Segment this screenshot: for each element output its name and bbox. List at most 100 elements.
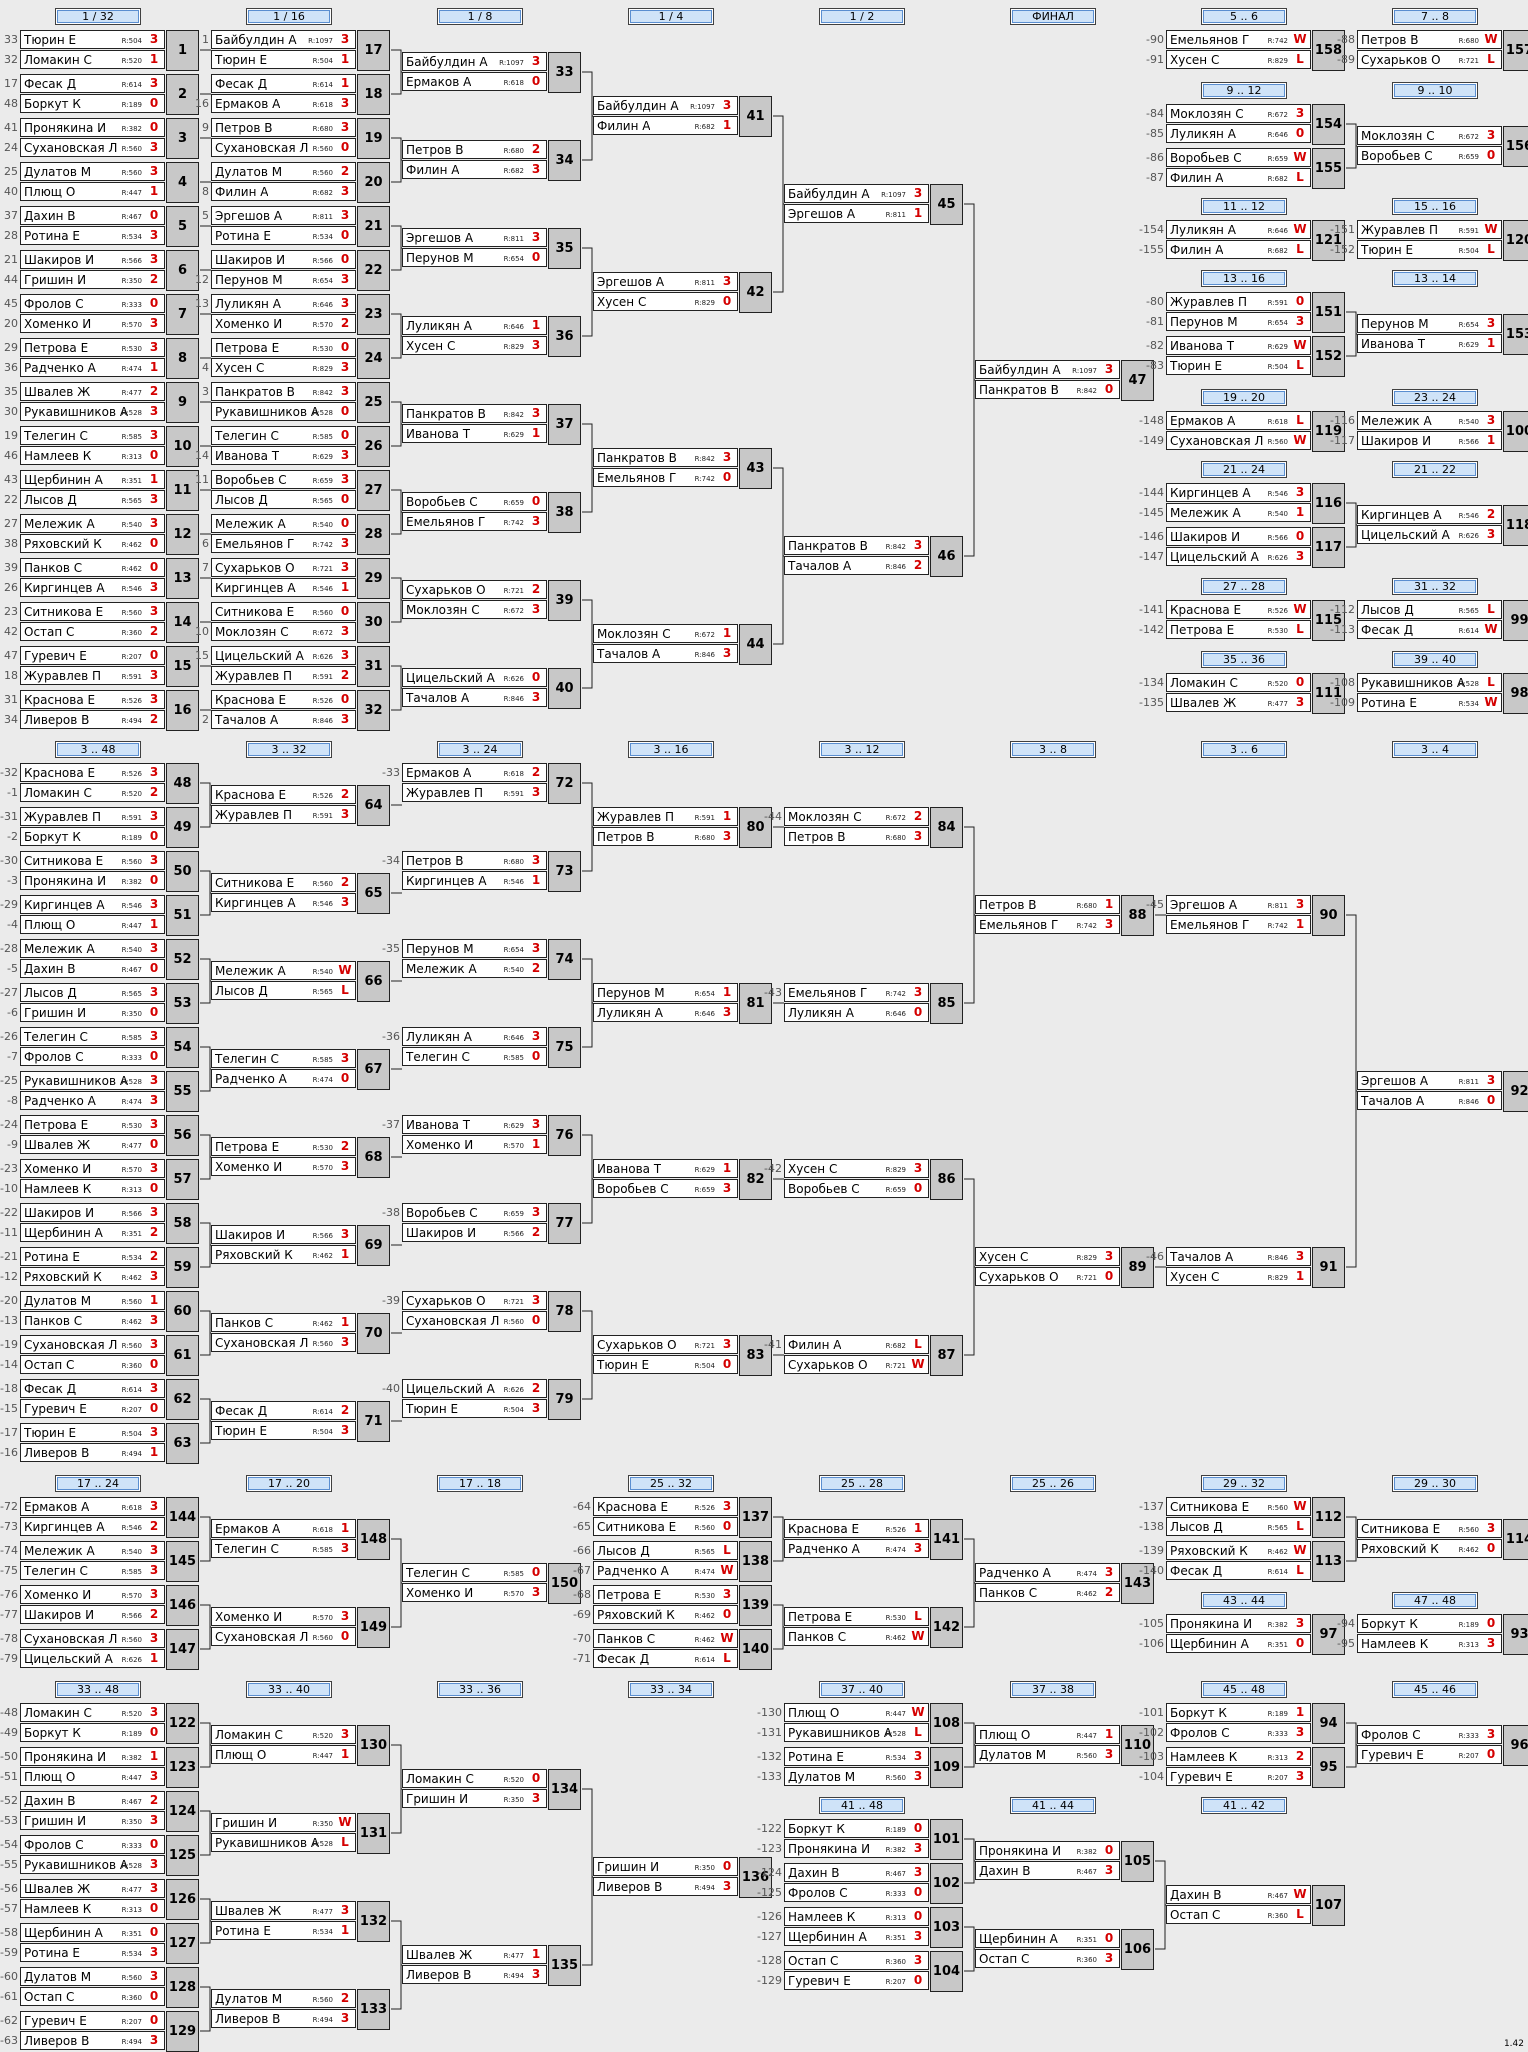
player-slot[interactable]: Воробьев СR:659W bbox=[1166, 148, 1311, 167]
player-slot[interactable]: Панков СR:462W bbox=[784, 1627, 929, 1646]
player-slot[interactable]: Щербинин АR:3512 bbox=[20, 1223, 165, 1242]
player-slot[interactable]: Швалев ЖR:4770 bbox=[20, 1135, 165, 1154]
match-5[interactable]: Дахин ВR:4670Ротина ЕR:53435 bbox=[20, 206, 200, 247]
player-slot[interactable]: Хусен СR:8291 bbox=[1166, 1267, 1311, 1286]
player-slot[interactable]: Петров ВR:6803 bbox=[593, 827, 738, 846]
match-99[interactable]: Лысов ДR:565LФесак ДR:614W99 bbox=[1357, 600, 1528, 641]
player-slot[interactable]: Тюрин ЕR:5041 bbox=[211, 50, 356, 69]
match-48[interactable]: Краснова ЕR:5263Ломакин СR:520248 bbox=[20, 763, 200, 804]
match-103[interactable]: Намлеев КR:3130Щербинин АR:3513103 bbox=[784, 1907, 964, 1948]
player-slot[interactable]: Краснова ЕR:5261 bbox=[784, 1519, 929, 1538]
match-148[interactable]: Ермаков АR:6181Телегин СR:5853148 bbox=[211, 1519, 391, 1560]
match-122[interactable]: Ломакин СR:5203Боркут КR:1890122 bbox=[20, 1703, 200, 1744]
player-slot[interactable]: Иванова ТR:6291 bbox=[593, 1159, 738, 1178]
player-slot[interactable]: Ротина ЕR:5341 bbox=[211, 1921, 356, 1940]
match-106[interactable]: Щербинин АR:3510Остап СR:3603106 bbox=[975, 1929, 1155, 1970]
player-slot[interactable]: Шакиров ИR:5663 bbox=[20, 250, 165, 269]
player-slot[interactable]: Ливеров ВR:4943 bbox=[402, 1965, 547, 1984]
player-slot[interactable]: Фесак ДR:614L bbox=[593, 1649, 738, 1668]
player-slot[interactable]: Фесак ДR:6142 bbox=[211, 1401, 356, 1420]
player-slot[interactable]: Иванова ТR:6293 bbox=[402, 1115, 547, 1134]
player-slot[interactable]: Щербинин АR:3510 bbox=[20, 1923, 165, 1942]
player-slot[interactable]: Дахин ВR:4670 bbox=[20, 959, 165, 978]
player-slot[interactable]: Боркут КR:1890 bbox=[20, 827, 165, 846]
match-47[interactable]: Байбулдин АR:10973Панкратов ВR:842047 bbox=[975, 360, 1155, 401]
player-slot[interactable]: Эргешов АR:8113 bbox=[1357, 1071, 1502, 1090]
player-slot[interactable]: Емельянов ГR:7423 bbox=[975, 915, 1120, 934]
player-slot[interactable]: Сухарьков ОR:7210 bbox=[975, 1267, 1120, 1286]
player-slot[interactable]: Фесак ДR:614W bbox=[1357, 620, 1502, 639]
match-31[interactable]: Цицельский АR:6263Журавлев ПR:591231 bbox=[211, 646, 391, 687]
player-slot[interactable]: Рукавишников АR:5283 bbox=[20, 1071, 165, 1090]
player-slot[interactable]: Филин АR:6823 bbox=[211, 182, 356, 201]
match-57[interactable]: Хоменко ИR:5703Намлеев КR:313057 bbox=[20, 1159, 200, 1200]
player-slot[interactable]: Петров ВR:6803 bbox=[784, 827, 929, 846]
player-slot[interactable]: Петров ВR:680W bbox=[1357, 30, 1502, 49]
player-slot[interactable]: Гуревич ЕR:2070 bbox=[1357, 1745, 1502, 1764]
player-slot[interactable]: Журавлев ПR:5911 bbox=[593, 807, 738, 826]
player-slot[interactable]: Дулатов МR:5601 bbox=[20, 1291, 165, 1310]
player-slot[interactable]: Иванова ТR:629W bbox=[1166, 336, 1311, 355]
player-slot[interactable]: Перунов МR:6540 bbox=[402, 248, 547, 267]
match-154[interactable]: Моклозян СR:6723Луликян АR:6460154 bbox=[1166, 104, 1346, 145]
player-slot[interactable]: Моклозян СR:6723 bbox=[211, 622, 356, 641]
player-slot[interactable]: Иванова ТR:6291 bbox=[402, 424, 547, 443]
match-124[interactable]: Дахин ВR:4672Гришин ИR:3503124 bbox=[20, 1791, 200, 1832]
player-slot[interactable]: Дулатов МR:5603 bbox=[20, 1967, 165, 1986]
player-slot[interactable]: Плющ ОR:4471 bbox=[20, 182, 165, 201]
match-127[interactable]: Щербинин АR:3510Ротина ЕR:5343127 bbox=[20, 1923, 200, 1964]
player-slot[interactable]: Ломакин СR:5200 bbox=[402, 1769, 547, 1788]
match-77[interactable]: Воробьев СR:6593Шакиров ИR:566277 bbox=[402, 1203, 582, 1244]
match-131[interactable]: Гришин ИR:350WРукавишников АR:528L131 bbox=[211, 1813, 391, 1854]
player-slot[interactable]: Щербинин АR:3510 bbox=[1166, 1634, 1311, 1653]
player-slot[interactable]: Щербинин АR:3511 bbox=[20, 470, 165, 489]
match-24[interactable]: Петрова ЕR:5300Хусен СR:829324 bbox=[211, 338, 391, 379]
player-slot[interactable]: Радченко АR:4743 bbox=[784, 1539, 929, 1558]
match-21[interactable]: Эргешов АR:8113Ротина ЕR:534021 bbox=[211, 206, 391, 247]
match-63[interactable]: Тюрин ЕR:5043Ливеров ВR:494163 bbox=[20, 1423, 200, 1464]
player-slot[interactable]: Намлеев КR:3132 bbox=[1166, 1747, 1311, 1766]
player-slot[interactable]: Шакиров ИR:5662 bbox=[20, 1605, 165, 1624]
player-slot[interactable]: Боркут КR:1890 bbox=[20, 1723, 165, 1742]
player-slot[interactable]: Байбулдин АR:10973 bbox=[402, 52, 547, 71]
player-slot[interactable]: Шакиров ИR:5661 bbox=[1357, 431, 1502, 450]
player-slot[interactable]: Емельянов ГR:7423 bbox=[784, 983, 929, 1002]
match-54[interactable]: Телегин СR:5853Фролов СR:333054 bbox=[20, 1027, 200, 1068]
match-15[interactable]: Гуревич ЕR:2070Журавлев ПR:591315 bbox=[20, 646, 200, 687]
player-slot[interactable]: Ломакин СR:5203 bbox=[211, 1725, 356, 1744]
player-slot[interactable]: Пронякина ИR:3823 bbox=[1166, 1614, 1311, 1633]
player-slot[interactable]: Тачалов АR:8463 bbox=[402, 688, 547, 707]
match-14[interactable]: Ситникова ЕR:5603Остап СR:360214 bbox=[20, 602, 200, 643]
player-slot[interactable]: Гришин ИR:3503 bbox=[20, 1811, 165, 1830]
match-128[interactable]: Дулатов МR:5603Остап СR:3600128 bbox=[20, 1967, 200, 2008]
player-slot[interactable]: Сухановская ЛR:5600 bbox=[211, 138, 356, 157]
player-slot[interactable]: Тачалов АR:8463 bbox=[211, 710, 356, 729]
match-136[interactable]: Гришин ИR:3500Ливеров ВR:4943136 bbox=[593, 1857, 773, 1898]
match-82[interactable]: Иванова ТR:6291Воробьев СR:659382 bbox=[593, 1159, 773, 1200]
player-slot[interactable]: Ломакин СR:5201 bbox=[20, 50, 165, 69]
match-88[interactable]: Петров ВR:6801Емельянов ГR:742388 bbox=[975, 895, 1155, 936]
player-slot[interactable]: Цицельский АR:6262 bbox=[402, 1379, 547, 1398]
player-slot[interactable]: Телегин СR:5850 bbox=[211, 426, 356, 445]
player-slot[interactable]: Дулатов МR:5602 bbox=[211, 162, 356, 181]
match-85[interactable]: Емельянов ГR:7423Луликян АR:646085 bbox=[784, 983, 964, 1024]
match-94[interactable]: Боркут КR:1891Фролов СR:333394 bbox=[1166, 1703, 1346, 1744]
player-slot[interactable]: Тачалов АR:8460 bbox=[1357, 1091, 1502, 1110]
match-139[interactable]: Петрова ЕR:5303Ряховский КR:4620139 bbox=[593, 1585, 773, 1626]
player-slot[interactable]: Тюрин ЕR:5043 bbox=[20, 1423, 165, 1442]
match-132[interactable]: Швалев ЖR:4773Ротина ЕR:5341132 bbox=[211, 1901, 391, 1942]
player-slot[interactable]: Ротина ЕR:534W bbox=[1357, 693, 1502, 712]
player-slot[interactable]: Фролов СR:3330 bbox=[20, 1835, 165, 1854]
match-86[interactable]: Хусен СR:8293Воробьев СR:659086 bbox=[784, 1159, 964, 1200]
player-slot[interactable]: Шакиров ИR:5663 bbox=[20, 1203, 165, 1222]
player-slot[interactable]: Иванова ТR:6291 bbox=[1357, 334, 1502, 353]
player-slot[interactable]: Радченко АR:4743 bbox=[975, 1563, 1120, 1582]
match-119[interactable]: Ермаков АR:618LСухановская ЛR:560W119 bbox=[1166, 411, 1346, 452]
player-slot[interactable]: Панков СR:4620 bbox=[20, 558, 165, 577]
player-slot[interactable]: Хусен СR:829L bbox=[1166, 50, 1311, 69]
player-slot[interactable]: Лысов ДR:565L bbox=[1166, 1517, 1311, 1536]
player-slot[interactable]: Хоменко ИR:5701 bbox=[402, 1135, 547, 1154]
match-126[interactable]: Швалев ЖR:4773Намлеев КR:3130126 bbox=[20, 1879, 200, 1920]
player-slot[interactable]: Намлеев КR:3130 bbox=[20, 446, 165, 465]
player-slot[interactable]: Остап СR:3600 bbox=[20, 1355, 165, 1374]
